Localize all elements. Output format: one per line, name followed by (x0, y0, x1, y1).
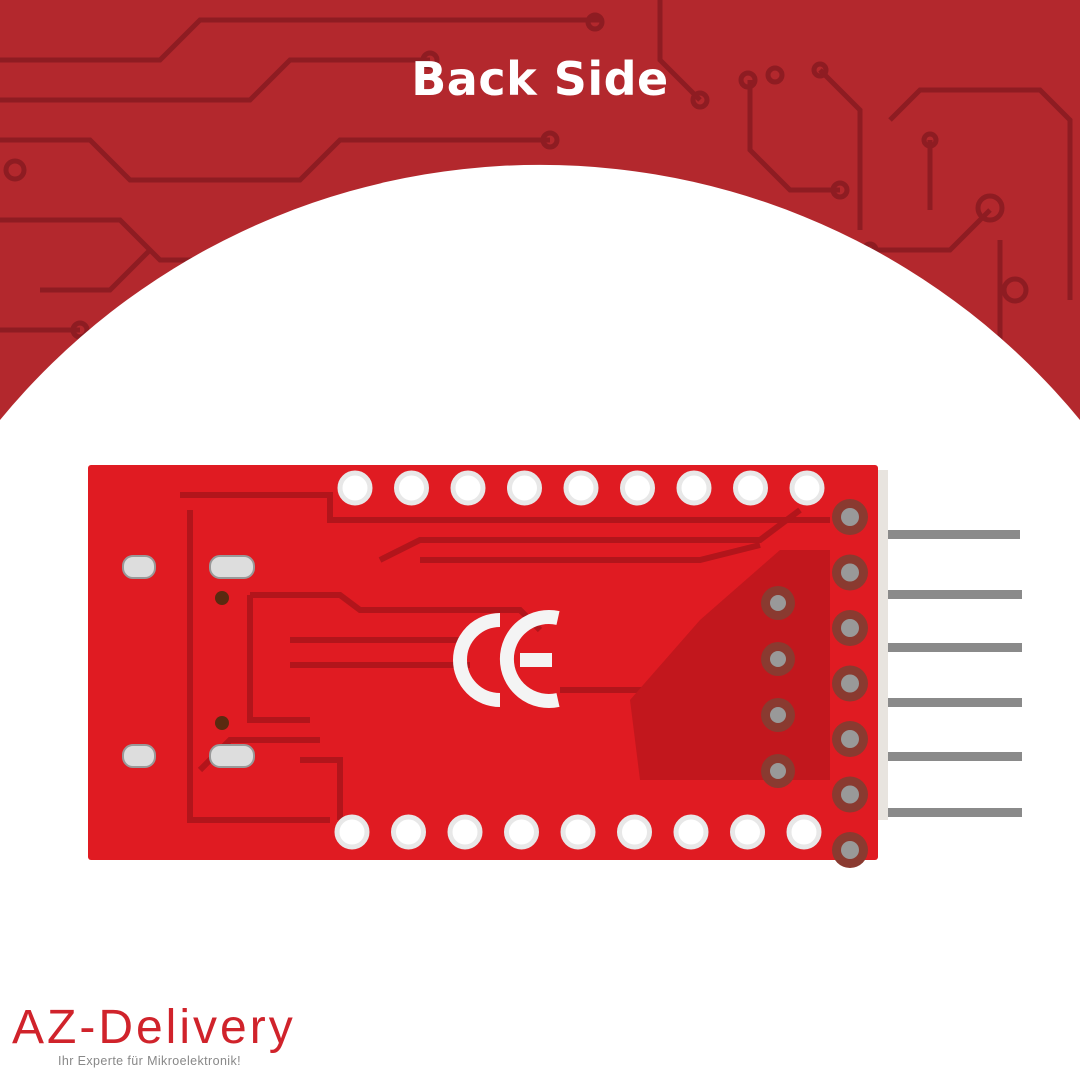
brand-name: AZ-Delivery (12, 1001, 296, 1054)
pcb-pads (334, 470, 868, 868)
pad-hole (560, 814, 596, 850)
circuit-pattern (0, 0, 1073, 380)
pad-hole (391, 814, 426, 850)
pin-end (841, 841, 859, 859)
pad-hole (786, 814, 822, 850)
brand-logo: AZ-Delivery Ihr Experte für Mikroelektro… (12, 1004, 296, 1069)
pad-hole (676, 470, 712, 506)
ce-mark (453, 610, 560, 708)
brand-tagline: Ihr Experte für Mikroelektronik! (58, 1054, 241, 1068)
pad-hole (337, 470, 373, 506)
pad-hole (789, 470, 825, 506)
pcb-traces (180, 492, 830, 823)
pin-end (841, 674, 859, 693)
pin-end (770, 763, 786, 779)
page-title: Back Side (411, 52, 669, 106)
pad-hole (620, 470, 655, 506)
pin-end (770, 595, 786, 611)
smd-pads (122, 555, 255, 768)
header-pins (880, 530, 1022, 817)
pin-end (770, 651, 786, 667)
pad-hole (617, 814, 652, 850)
pad-hole (673, 814, 709, 850)
pin-end (841, 785, 859, 804)
pad-hole (394, 470, 429, 506)
pad-hole (450, 470, 486, 506)
pad-hole (730, 814, 765, 850)
pin-end (841, 730, 859, 748)
pad-hole (447, 814, 483, 850)
pad-hole (504, 814, 539, 850)
pad-hole (334, 814, 370, 850)
pad-hole (733, 470, 768, 506)
pin-end (841, 508, 859, 526)
pin-end (770, 707, 786, 723)
pin-end (841, 619, 859, 637)
pad-hole (563, 470, 599, 506)
pad-hole (507, 470, 542, 506)
pin-end (841, 563, 859, 582)
